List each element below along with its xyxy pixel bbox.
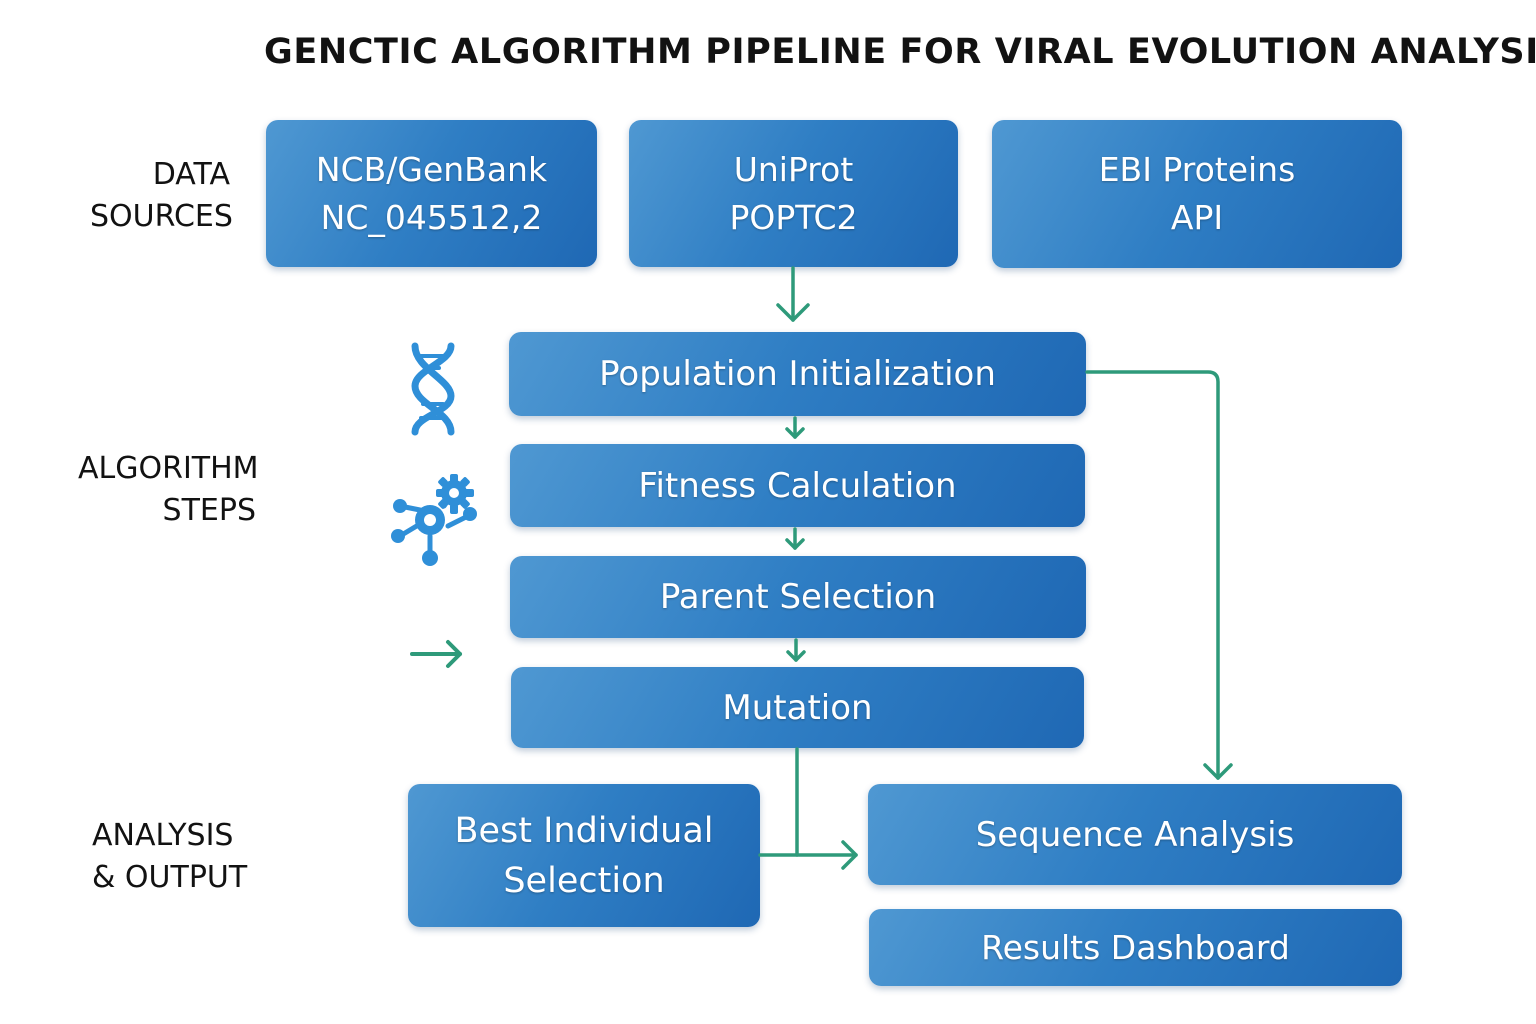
section-label-data-sources: DATA SOURCES xyxy=(90,154,233,238)
source-name: EBI Proteins xyxy=(1098,150,1296,189)
step-box-parent-selection: Parent Selection xyxy=(510,556,1086,638)
arrowhead xyxy=(785,427,805,439)
step-label: Parent Selection xyxy=(659,577,937,617)
source-box-uniprot: UniProt POPTC2 xyxy=(629,120,958,267)
arrowhead xyxy=(785,538,805,550)
output-box-sequence-analysis: Sequence Analysis xyxy=(868,784,1402,885)
output-label: Best Individual xyxy=(454,810,714,851)
step-label: Population Initialization xyxy=(599,354,996,394)
section-label-line: DATA xyxy=(152,157,230,192)
source-box-ncbi-genbank: NCB/GenBank NC_045512,2 xyxy=(266,120,597,267)
output-label: Sequence Analysis xyxy=(975,814,1295,855)
molecule-gear-icon xyxy=(391,474,477,566)
source-box-ebi-proteins: EBI Proteins API xyxy=(992,120,1402,268)
output-label: Results Dashboard xyxy=(981,927,1290,967)
source-name: NCB/GenBank xyxy=(315,149,548,189)
section-label-algorithm-steps: ALGORITHM STEPS xyxy=(78,448,259,532)
right-arrow-icon xyxy=(410,640,462,668)
section-label-line: STEPS xyxy=(162,493,256,528)
step-box-fitness-calculation: Fitness Calculation xyxy=(510,444,1085,527)
section-label-line: & OUTPUT xyxy=(92,860,248,895)
arrowhead xyxy=(786,650,806,662)
step-box-population-initialization: Population Initialization xyxy=(509,332,1086,416)
step-label: Fitness Calculation xyxy=(638,465,957,506)
section-label-analysis-output: ANALYSIS & OUTPUT xyxy=(92,815,262,899)
section-label-line: ANALYSIS xyxy=(92,818,234,853)
output-box-results-dashboard: Results Dashboard xyxy=(869,909,1402,986)
source-id: POPTC2 xyxy=(729,197,858,237)
arrowhead xyxy=(776,303,810,322)
source-name: UniProt xyxy=(733,149,854,189)
output-box-best-individual-selection: Best Individual Selection xyxy=(408,784,760,927)
step-label: Mutation xyxy=(722,687,873,728)
arrow-population-to-sequence-analysis xyxy=(1085,370,1220,780)
source-id: NC_045512,2 xyxy=(320,197,543,237)
diagram-title: GENCTIC ALGORITHM PIPELINE FOR VIRAL EVO… xyxy=(264,32,1536,72)
arrowhead xyxy=(1203,763,1233,780)
section-label-line: SOURCES xyxy=(90,199,233,234)
step-box-mutation: Mutation xyxy=(511,667,1084,748)
dna-helix-icon xyxy=(411,342,455,436)
output-label: Selection xyxy=(503,860,665,901)
arrowhead xyxy=(841,840,858,870)
source-id: API xyxy=(1170,198,1224,237)
section-label-line: ALGORITHM xyxy=(78,451,259,486)
